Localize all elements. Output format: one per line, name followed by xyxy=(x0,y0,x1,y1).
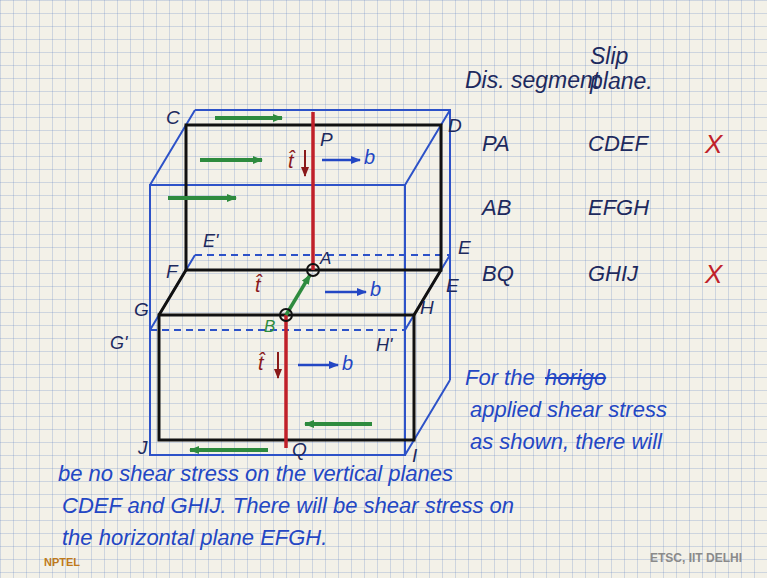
corner-letter: H' xyxy=(376,336,392,356)
burgers-vector-label: b⃗ xyxy=(364,146,390,168)
note-text: For the xyxy=(465,366,535,390)
table-cell: GHIJ xyxy=(588,262,638,286)
corner-letter: J xyxy=(138,438,148,459)
cross-mark: X xyxy=(705,260,722,289)
corner-letter: P xyxy=(320,130,333,151)
note-text: be no shear stress on the vertical plane… xyxy=(58,462,453,486)
column-heading: Slip plane. xyxy=(590,44,670,95)
note-text: the horizontal plane EFGH. xyxy=(62,526,327,550)
table-cell: BQ xyxy=(482,262,514,286)
note-text: as shown, there will xyxy=(470,430,662,454)
table-cell: EFGH xyxy=(588,196,649,220)
note-text: CDEF and GHIJ. There will be shear stres… xyxy=(62,494,514,518)
burgers-vector-arrows xyxy=(298,160,366,365)
block-outline xyxy=(150,110,450,455)
note-text: applied shear stress xyxy=(470,398,667,422)
line-vector-label: t̂ xyxy=(288,150,294,172)
dislocation-line xyxy=(280,112,319,448)
point-label: B xyxy=(264,318,275,337)
corner-letter: C xyxy=(166,108,180,129)
corner-letter: G xyxy=(134,300,149,321)
line-vector-label: t̂ xyxy=(255,274,261,296)
burgers-vector-label: b⃗ xyxy=(342,352,368,374)
line-direction-arrows xyxy=(278,150,305,378)
corner-letter: H xyxy=(420,298,434,319)
table-cell: PA xyxy=(482,132,510,156)
table-cell: AB xyxy=(482,196,511,220)
corner-letter: Q xyxy=(292,440,307,461)
slip-planes xyxy=(159,125,441,440)
burgers-vector-label: b⃗ xyxy=(370,278,396,300)
watermark: NPTEL xyxy=(44,556,80,568)
cross-mark: X xyxy=(705,130,722,159)
watermark: ETSC, IIT DELHI xyxy=(650,552,742,565)
point-label: A xyxy=(320,250,331,269)
corner-letter: D xyxy=(448,116,462,137)
corner-letter: F xyxy=(166,262,178,283)
line-vector-label: t̂ xyxy=(258,352,264,374)
corner-letter: E' xyxy=(203,232,218,252)
corner-letter: G' xyxy=(110,334,127,354)
shear-stress-arrows xyxy=(168,118,372,450)
struck-word: horigo xyxy=(545,366,606,390)
corner-letter: E xyxy=(458,238,471,259)
column-heading: Dis. segment xyxy=(465,68,599,93)
table-cell: CDEF xyxy=(588,132,648,156)
corner-letter: E xyxy=(446,276,459,297)
